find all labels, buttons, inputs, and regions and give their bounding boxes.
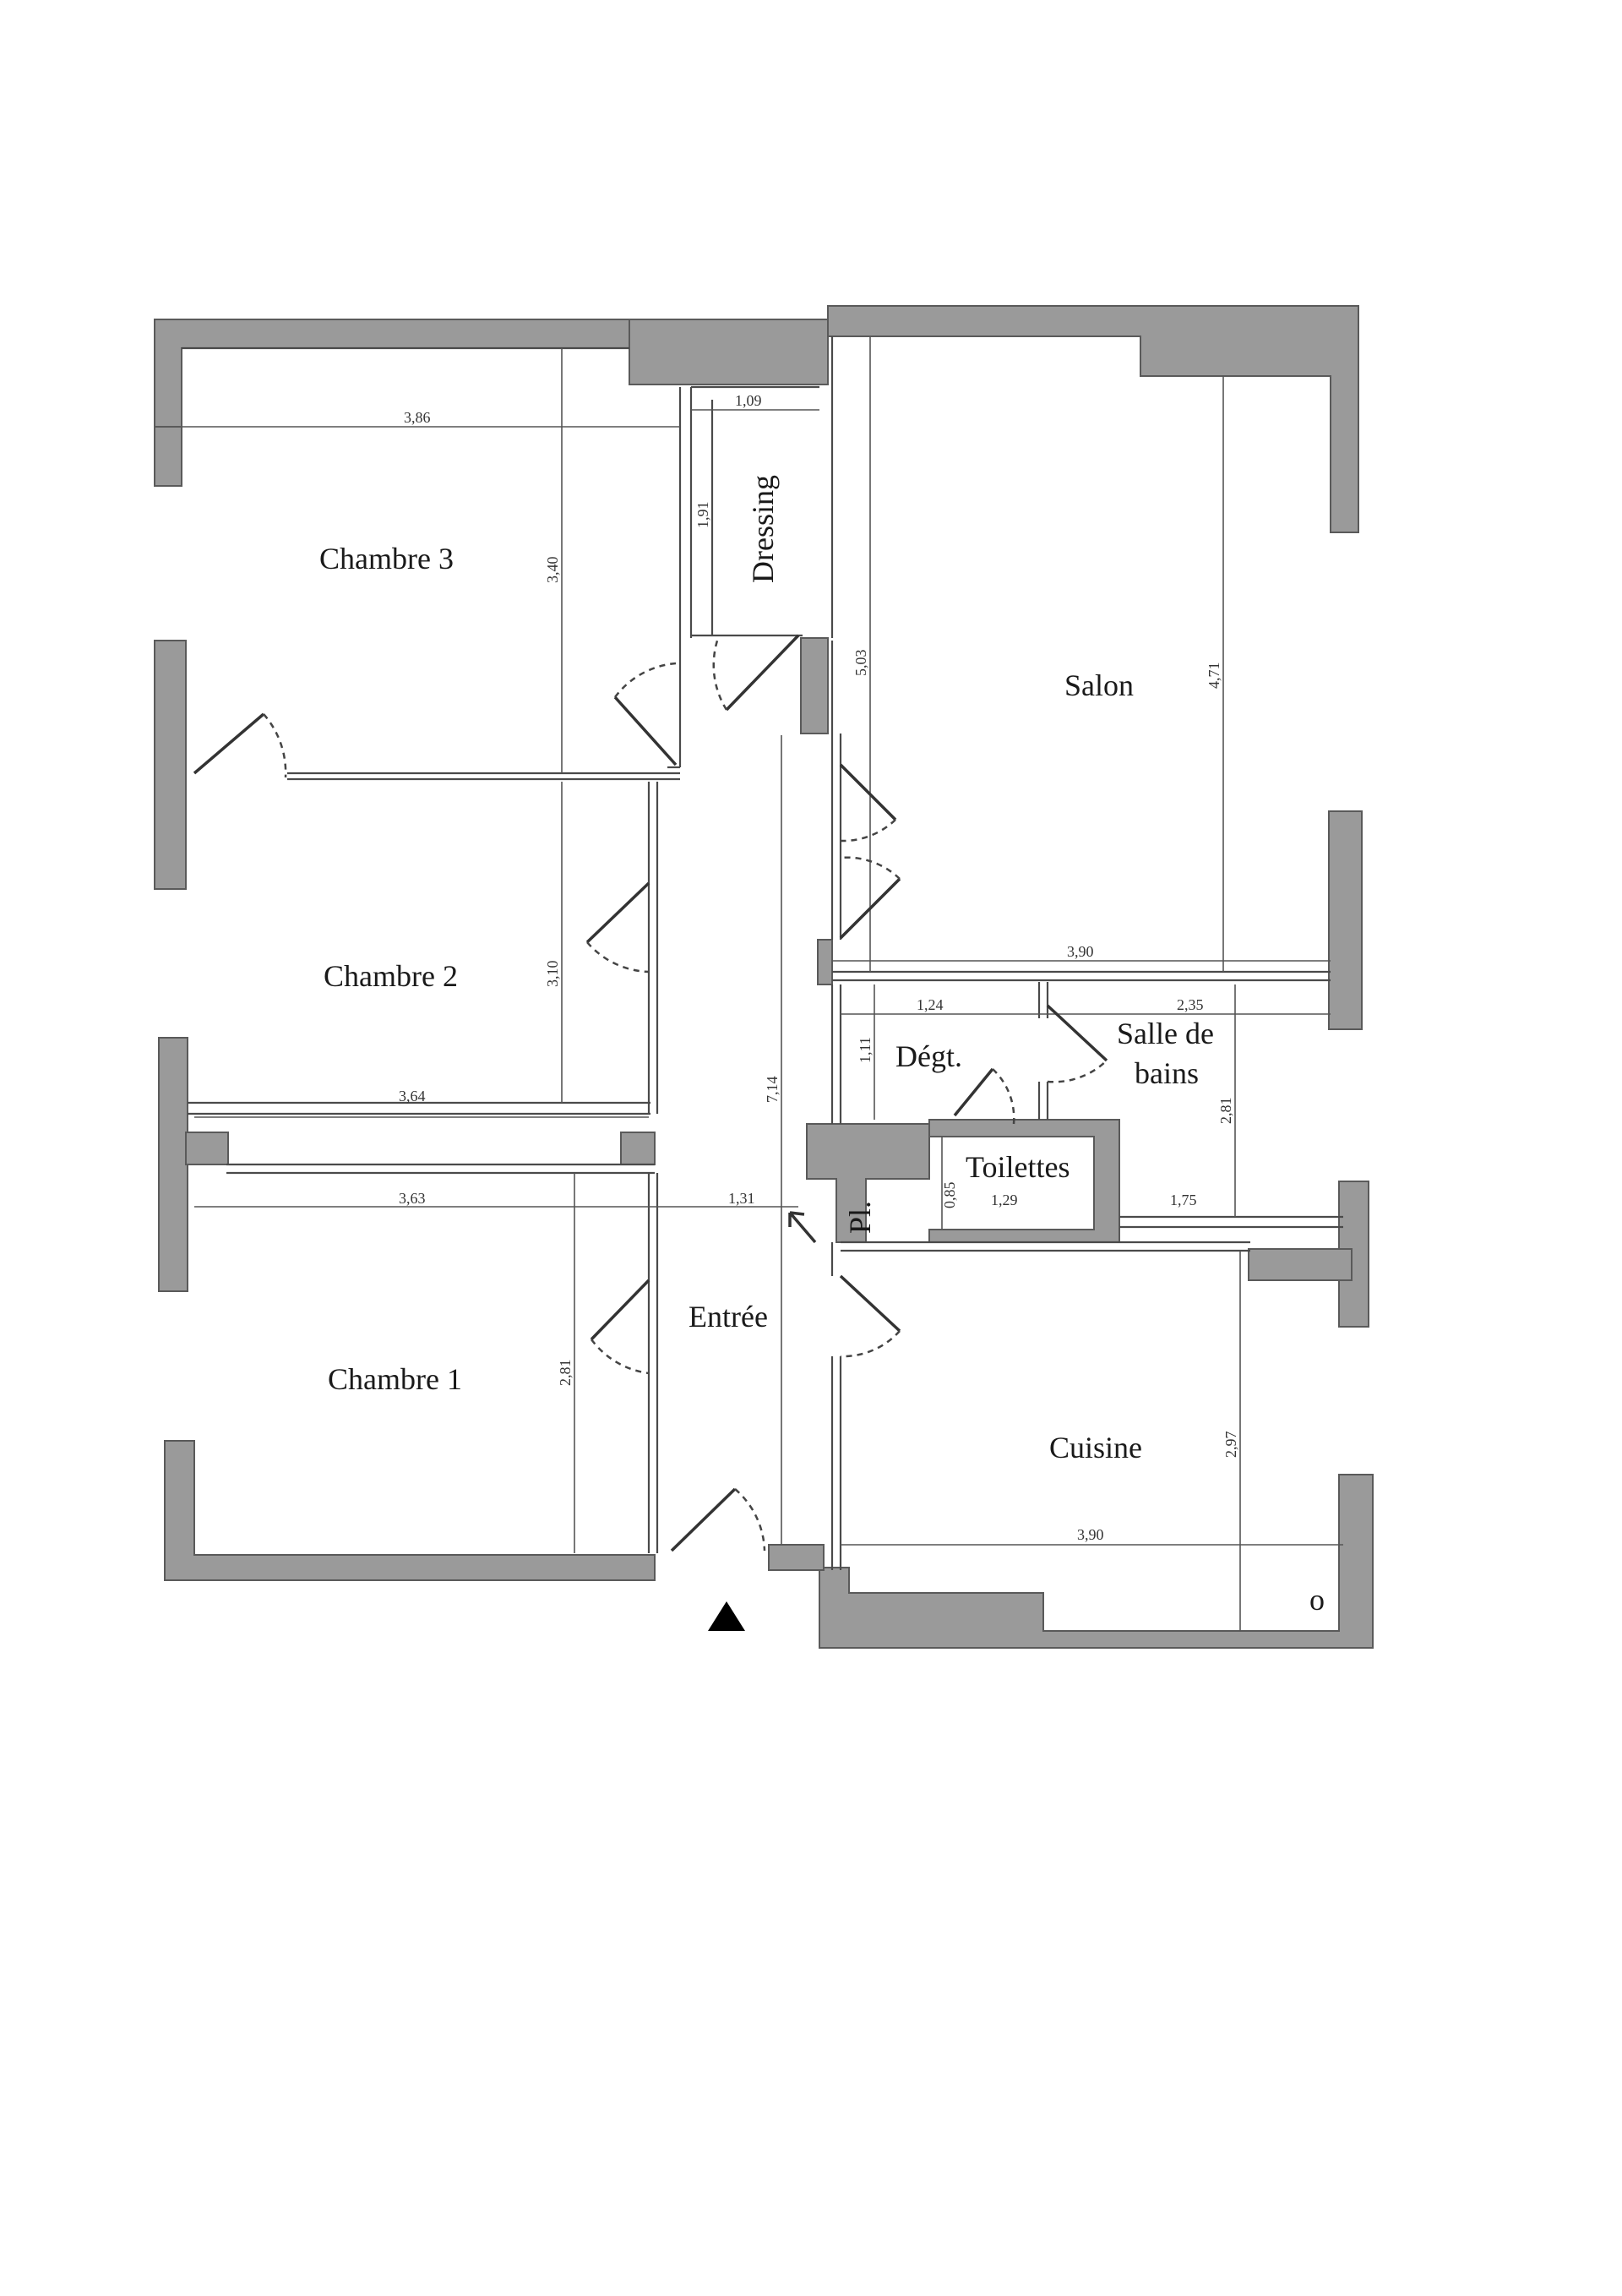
- room-labels: Chambre 3 Chambre 2 Chambre 1 Dressing S…: [319, 475, 1214, 1464]
- door-salon-lower-arc: [840, 856, 901, 880]
- dim-degt-depth: 1,11: [857, 1037, 874, 1063]
- dim-cuisine-depth: 2,97: [1222, 1432, 1239, 1459]
- wall-corridor-upper: [800, 637, 829, 734]
- label-cuisine: Cuisine: [1049, 1431, 1142, 1464]
- label-degt: Dégt.: [895, 1039, 962, 1073]
- door-cuisine-arc: [840, 1330, 901, 1358]
- door-sdb-leaf: [1046, 1004, 1108, 1062]
- label-chambre1: Chambre 1: [328, 1362, 462, 1396]
- placard-arrow-icon: [788, 1211, 817, 1244]
- dim-chambre3-depth: 3,40: [544, 557, 561, 584]
- wall-block-chambre2: [185, 1132, 229, 1165]
- entrance-arrow-icon: [708, 1601, 745, 1631]
- wall-top-left-step: [629, 319, 829, 385]
- door-ch3-corridor-arc: [613, 662, 677, 698]
- wall-left-upper: [154, 426, 182, 487]
- label-salle-de-bains-1: Salle de: [1117, 1017, 1214, 1050]
- door-sdb-arc: [1047, 1060, 1108, 1083]
- wall-left-mid1: [154, 640, 187, 890]
- wall-top-right: [827, 305, 1359, 533]
- wall-entrance-right: [768, 1544, 825, 1571]
- dim-dressing-width: 1,09: [735, 392, 762, 409]
- dim-entree-width: 1,31: [728, 1190, 755, 1207]
- dim-toilettes-width: 1,29: [991, 1192, 1018, 1208]
- wall-top-left: [154, 319, 643, 428]
- label-placard: Pl.: [843, 1201, 877, 1234]
- door-cuisine-leaf: [839, 1274, 901, 1333]
- dim-cuisine-width: 3,90: [1077, 1526, 1104, 1543]
- dim-sdb-depth: 2,81: [1217, 1098, 1234, 1125]
- door-chambre3-arc: [263, 713, 287, 778]
- dim-corridor-length: 7,14: [764, 1077, 781, 1104]
- dim-chambre2-depth: 3,10: [544, 961, 561, 988]
- dim-chambre1-width: 3,63: [399, 1190, 426, 1207]
- dim-hall-length: 5,03: [852, 650, 869, 677]
- label-entree: Entrée: [689, 1300, 768, 1333]
- label-salle-de-bains-2: bains: [1135, 1056, 1199, 1090]
- door-ch3-corridor-leaf: [613, 695, 678, 766]
- door-salon-upper-arc: [840, 819, 896, 843]
- door-salon-upper-leaf: [839, 763, 897, 821]
- label-chambre3: Chambre 3: [319, 542, 454, 575]
- door-chambre2-arc: [586, 941, 650, 973]
- wall-right-mid: [1328, 810, 1363, 1030]
- door-salon-lower-leaf: [839, 877, 901, 940]
- door-toilettes-leaf: [953, 1067, 994, 1117]
- wall-left-lower: [164, 1440, 656, 1581]
- door-entrance-leaf: [670, 1487, 737, 1552]
- door-toilettes-arc: [992, 1068, 1015, 1125]
- dim-chambre1-depth: 2,81: [557, 1360, 574, 1387]
- door-dressing-leaf: [725, 634, 800, 712]
- wall-corridor-salon-left: [817, 939, 833, 985]
- wall-block-chambre2-right: [620, 1132, 656, 1165]
- symbols: o: [708, 1583, 1325, 1631]
- circle-mark: o: [1309, 1583, 1325, 1617]
- label-salon: Salon: [1064, 668, 1134, 702]
- door-chambre3-leaf: [193, 712, 265, 775]
- dim-salon-depth: 4,71: [1206, 663, 1222, 690]
- dim-sdb-width: 2,35: [1177, 996, 1204, 1013]
- dim-chambre3-width: 3,86: [404, 409, 431, 426]
- dimension-lines: [182, 336, 1343, 1631]
- wall-toilettes: [928, 1119, 1120, 1243]
- dim-degt-width: 1,24: [917, 996, 944, 1013]
- dim-salon-width: 3,90: [1067, 943, 1094, 960]
- door-chambre1-leaf: [590, 1279, 650, 1341]
- label-chambre2: Chambre 2: [324, 959, 458, 993]
- label-toilettes: Toilettes: [966, 1150, 1070, 1184]
- wall-right-bottom: [819, 1474, 1374, 1649]
- dim-toilettes-depth: 0,85: [941, 1182, 958, 1209]
- dim-sdb-lower-width: 1,75: [1170, 1192, 1197, 1208]
- door-entrance-arc: [734, 1488, 766, 1552]
- label-dressing: Dressing: [746, 475, 780, 583]
- doors: [193, 634, 1108, 1552]
- interior-walls: [182, 336, 1343, 1570]
- door-dressing-arc: [712, 637, 728, 711]
- dim-dressing-depth: 1,91: [694, 502, 711, 529]
- wall-cuisine-notch: [1248, 1248, 1353, 1281]
- door-chambre2-leaf: [585, 881, 650, 944]
- dim-chambre2-width: 3,64: [399, 1088, 426, 1104]
- door-chambre1-arc: [590, 1339, 650, 1375]
- dimension-labels: 3,86 1,09 3,40 1,91 5,03 4,71 3,90 3,10 …: [399, 392, 1239, 1543]
